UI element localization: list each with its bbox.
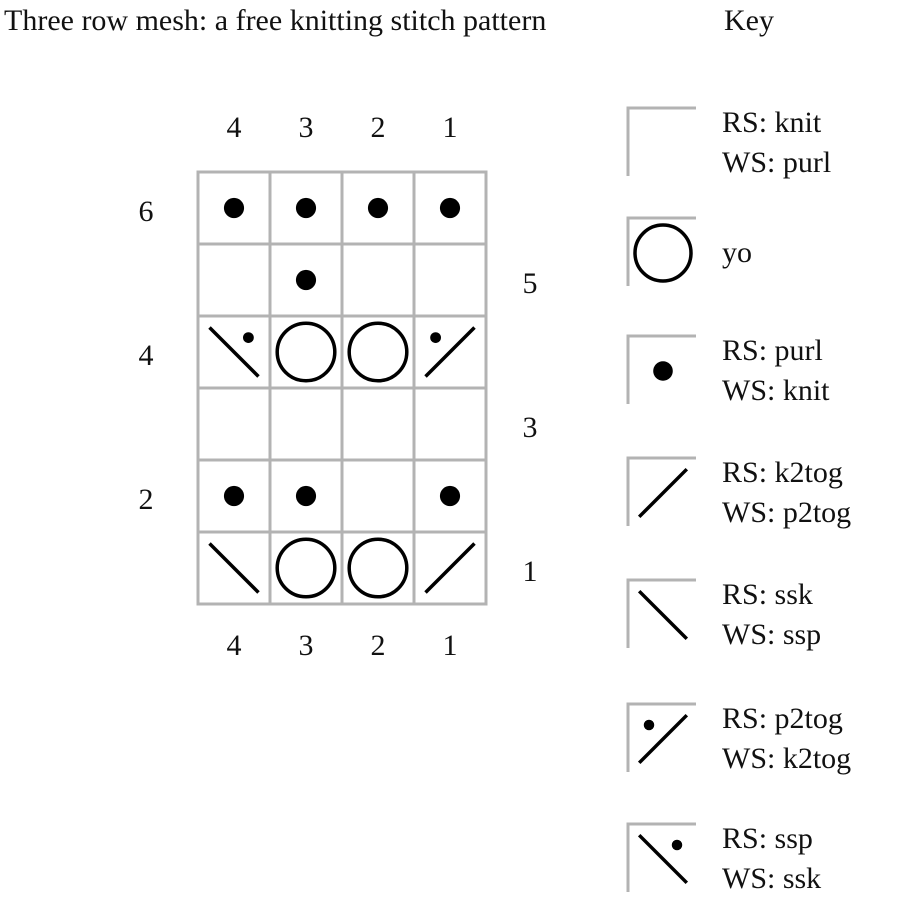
k2tog-slash-icon: [424, 542, 476, 594]
col-label-top: 4: [226, 111, 242, 144]
p2tog-slash-icon: [424, 326, 476, 378]
col-label-bottom: 2: [370, 629, 386, 662]
purl-dot-icon: [223, 197, 245, 219]
purl-dot-icon: [653, 361, 673, 381]
yo-circle-icon: [347, 321, 409, 383]
key-line: WS: p2tog: [722, 496, 852, 529]
chart-cell-purl: [196, 458, 272, 534]
ssp-dot-icon: [243, 332, 254, 343]
row-label-left: 6: [138, 195, 154, 228]
chart-cell-knit: [340, 458, 416, 534]
chart-cell-knit: [196, 386, 272, 462]
col-label-bottom: 1: [442, 629, 458, 662]
p2tog-dot-icon: [430, 332, 441, 343]
key-symbol-ssk: [626, 578, 696, 648]
key-line: RS: knit: [722, 106, 822, 139]
ssp-backslash-icon: [208, 326, 260, 378]
row-label-left: 2: [138, 483, 154, 516]
chart-cell-p2tog: [412, 314, 488, 390]
key-line: RS: purl: [722, 334, 823, 367]
key-symbol-yo: [626, 216, 696, 286]
key-symbol-knit: [626, 106, 696, 176]
chart-cell-purl: [340, 170, 416, 246]
chart-cell-k2tog: [412, 530, 488, 606]
chart-cell-purl: [196, 170, 272, 246]
purl-dot-icon: [367, 197, 389, 219]
row-label-right: 3: [522, 411, 538, 444]
row-label-right: 1: [522, 555, 538, 588]
chart-cell-purl: [268, 170, 344, 246]
key-title: Key: [724, 4, 774, 37]
key-line: RS: k2tog: [722, 456, 843, 489]
ssk-backslash-icon: [208, 542, 260, 594]
key-line: RS: ssp: [722, 822, 813, 855]
purl-dot-icon: [295, 197, 317, 219]
purl-dot-icon: [295, 269, 317, 291]
key-line: WS: purl: [722, 146, 832, 179]
chart-cell-knit: [340, 242, 416, 318]
chart-cell-knit: [196, 242, 272, 318]
chart-cell-purl: [412, 458, 488, 534]
key-symbol-k2tog: [626, 456, 696, 526]
key-symbol-p2tog: [626, 702, 696, 772]
chart-cell-purl: [268, 242, 344, 318]
yo-circle-icon: [275, 321, 337, 383]
key-description: yo: [722, 233, 752, 273]
purl-dot-icon: [223, 485, 245, 507]
chart-cell-knit: [340, 386, 416, 462]
col-label-top: 2: [370, 111, 386, 144]
yo-circle-icon: [347, 537, 409, 599]
ssp-backslash-icon: [637, 833, 689, 885]
chart-cell-yo: [268, 530, 344, 606]
chart-cell-knit: [412, 386, 488, 462]
key-line: WS: ssp: [722, 618, 822, 651]
key-line: RS: ssk: [722, 578, 813, 611]
key-line: WS: ssk: [722, 862, 822, 895]
chart-cell-yo: [340, 530, 416, 606]
p2tog-slash-icon: [637, 713, 689, 765]
ssk-backslash-icon: [637, 589, 689, 641]
col-label-top: 1: [442, 111, 458, 144]
chart-cell-yo: [268, 314, 344, 390]
page-title: Three row mesh: a free knitting stitch p…: [4, 4, 547, 37]
k2tog-slash-icon: [637, 467, 689, 519]
chart-cell-purl: [268, 458, 344, 534]
key-symbol-ssp: [626, 822, 696, 892]
key-line: RS: p2tog: [722, 702, 843, 735]
p2tog-dot-icon: [643, 719, 655, 731]
key-line: WS: knit: [722, 374, 830, 407]
key-line: WS: k2tog: [722, 742, 852, 775]
chart-cell-yo: [340, 314, 416, 390]
chart-cell-purl: [412, 170, 488, 246]
row-label-left: 4: [138, 339, 154, 372]
purl-dot-icon: [295, 485, 317, 507]
purl-dot-icon: [439, 485, 461, 507]
col-label-bottom: 4: [226, 629, 242, 662]
chart-cell-ssp: [196, 314, 272, 390]
chart-cell-knit: [268, 386, 344, 462]
row-label-right: 5: [522, 267, 538, 300]
col-label-top: 3: [298, 111, 314, 144]
col-label-bottom: 3: [298, 629, 314, 662]
ssp-dot-icon: [671, 839, 683, 851]
chart-cell-knit: [412, 242, 488, 318]
key-line: yo: [722, 236, 752, 269]
key-symbol-purl: [626, 334, 696, 404]
chart-cell-ssk: [196, 530, 272, 606]
purl-dot-icon: [439, 197, 461, 219]
yo-circle-icon: [275, 537, 337, 599]
yo-circle-icon: [633, 223, 693, 283]
